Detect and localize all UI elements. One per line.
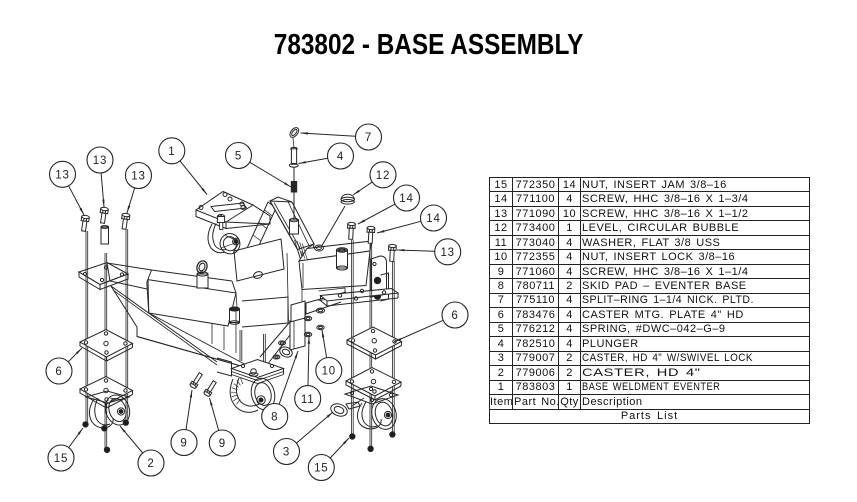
svg-text:14: 14 xyxy=(399,193,413,205)
svg-text:13: 13 xyxy=(93,155,107,167)
svg-text:13: 13 xyxy=(131,171,145,183)
svg-text:15: 15 xyxy=(314,463,328,475)
svg-text:5: 5 xyxy=(235,151,242,163)
svg-text:15: 15 xyxy=(54,453,68,465)
svg-text:6: 6 xyxy=(55,366,62,378)
svg-text:7: 7 xyxy=(365,132,372,144)
svg-text:1: 1 xyxy=(168,146,175,158)
svg-text:13: 13 xyxy=(55,170,69,182)
svg-text:12: 12 xyxy=(376,170,390,182)
svg-text:8: 8 xyxy=(271,412,278,424)
svg-text:14: 14 xyxy=(426,213,440,225)
svg-text:13: 13 xyxy=(440,247,454,259)
svg-text:9: 9 xyxy=(180,438,187,450)
svg-text:3: 3 xyxy=(283,447,290,459)
svg-text:10: 10 xyxy=(322,366,336,378)
svg-text:2: 2 xyxy=(147,458,154,470)
svg-text:4: 4 xyxy=(337,151,344,163)
svg-text:6: 6 xyxy=(451,310,458,322)
svg-text:9: 9 xyxy=(219,438,226,450)
svg-text:11: 11 xyxy=(301,394,315,406)
